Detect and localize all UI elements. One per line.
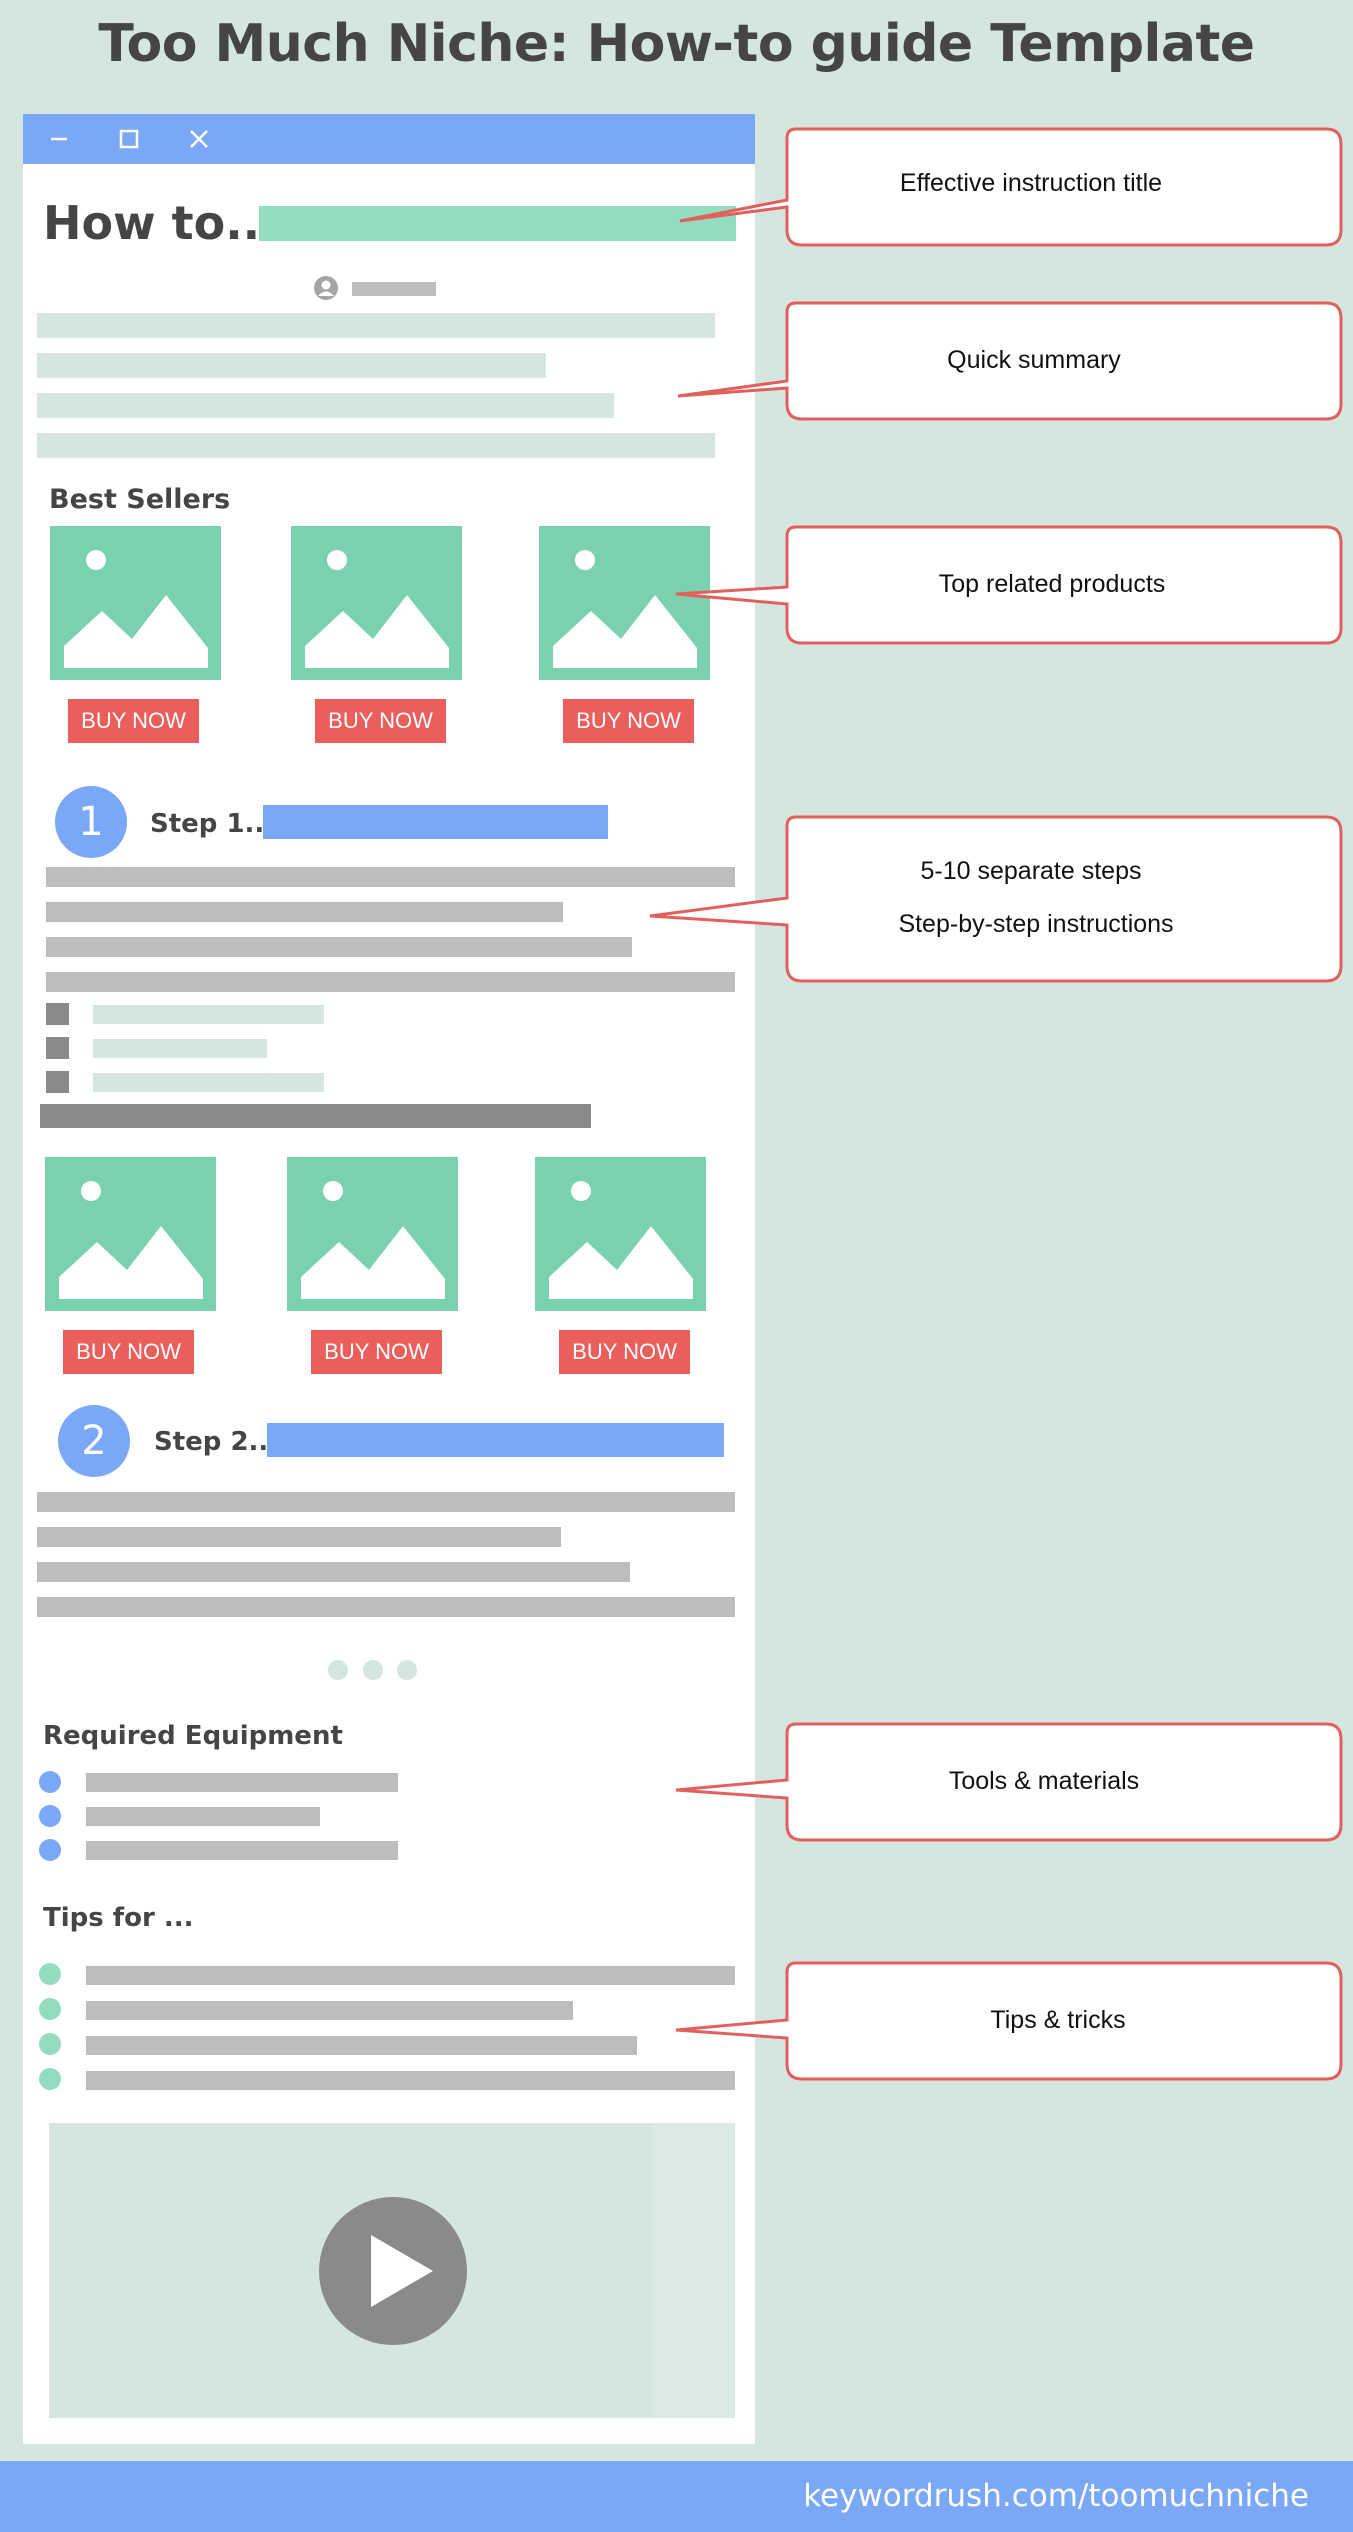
tip-item-line	[86, 2001, 573, 2020]
step-number-badge: 1	[55, 786, 127, 858]
tip-item-line	[86, 2071, 735, 2090]
tip-item-line	[86, 1966, 735, 1985]
callout-steps: 5-10 separate steps Step-by-step instruc…	[649, 815, 1343, 983]
bullet-dot-icon	[39, 2068, 61, 2090]
step-title-bar	[267, 1423, 724, 1457]
bullet-text-line	[93, 1005, 324, 1024]
equipment-item-line	[86, 1807, 320, 1826]
step-text-line	[37, 1527, 561, 1547]
best-sellers-heading: Best Sellers	[49, 484, 231, 515]
product-image-icon[interactable]	[535, 1157, 706, 1311]
minimize-icon[interactable]	[39, 114, 79, 164]
buy-now-button[interactable]: BUY NOW	[559, 1330, 690, 1374]
bullet-dot-icon	[39, 1839, 61, 1861]
video-player[interactable]	[49, 2123, 735, 2418]
bullet-dot-icon	[39, 1963, 61, 1985]
equipment-heading: Required Equipment	[43, 1721, 343, 1751]
author-name-bar	[352, 282, 436, 296]
buy-now-button[interactable]: BUY NOW	[311, 1330, 442, 1374]
bullet-text-line	[93, 1073, 324, 1092]
step-note-bar	[40, 1104, 591, 1128]
tip-item-line	[86, 2036, 637, 2055]
step-title-bar	[263, 805, 608, 839]
step-text-line	[37, 1597, 735, 1617]
bullet-dot-icon	[39, 1771, 61, 1793]
buy-now-button[interactable]: BUY NOW	[63, 1330, 194, 1374]
footer-url[interactable]: keywordrush.com/toomuchniche	[803, 2478, 1309, 2514]
step-text-line	[46, 867, 735, 887]
callout-summary-text: Quick summary	[947, 346, 1121, 374]
bullet-dot-icon	[39, 2033, 61, 2055]
bullet-dot-icon	[39, 1998, 61, 2020]
more-steps-dot	[397, 1660, 417, 1680]
product-image-icon[interactable]	[45, 1157, 216, 1311]
step-text-line	[46, 972, 735, 992]
step-label: Step 2...	[154, 1427, 279, 1457]
callout-summary: Quick summary	[677, 301, 1343, 421]
more-steps-dot	[363, 1660, 383, 1680]
product-image-icon[interactable]	[287, 1157, 458, 1311]
step-text-line	[46, 902, 563, 922]
step-number-badge: 2	[58, 1405, 130, 1477]
title-placeholder-bar	[259, 206, 736, 241]
author-avatar-icon	[313, 275, 339, 301]
callout-steps-text-1: 5-10 separate steps	[921, 857, 1142, 885]
more-steps-dot	[328, 1660, 348, 1680]
step-label: Step 1...	[150, 809, 275, 839]
maximize-icon[interactable]	[109, 114, 149, 164]
callout-products: Top related products	[675, 525, 1343, 645]
summary-line	[37, 433, 715, 458]
summary-line	[37, 393, 614, 418]
callout-title: Effective instruction title	[679, 127, 1343, 247]
step-text-line	[37, 1492, 735, 1512]
equipment-item-line	[86, 1841, 398, 1860]
callout-products-text: Top related products	[939, 570, 1166, 598]
product-image-icon[interactable]	[291, 526, 462, 680]
step-text-line	[37, 1562, 630, 1582]
buy-now-button[interactable]: BUY NOW	[315, 699, 446, 743]
callout-tools-text: Tools & materials	[949, 1767, 1139, 1795]
callout-title-text: Effective instruction title	[900, 169, 1162, 197]
guide-title: How to...	[43, 196, 278, 250]
callout-tips-text: Tips & tricks	[990, 2006, 1125, 2034]
summary-line	[37, 313, 715, 338]
footer-bar	[0, 2461, 1353, 2532]
bullet-dot-icon	[39, 1805, 61, 1827]
square-bullet-icon	[46, 1071, 69, 1093]
square-bullet-icon	[46, 1037, 69, 1059]
buy-now-button[interactable]: BUY NOW	[563, 699, 694, 743]
step-text-line	[46, 937, 632, 957]
play-icon[interactable]	[319, 2197, 467, 2345]
product-image-icon[interactable]	[50, 526, 221, 680]
close-icon[interactable]	[179, 114, 219, 164]
square-bullet-icon	[46, 1003, 69, 1025]
bullet-text-line	[93, 1039, 267, 1058]
product-image-icon[interactable]	[539, 526, 710, 680]
window-titlebar	[23, 114, 755, 164]
summary-line	[37, 353, 546, 378]
buy-now-button[interactable]: BUY NOW	[68, 699, 199, 743]
equipment-item-line	[86, 1773, 398, 1792]
callout-tips: Tips & tricks	[675, 1961, 1343, 2081]
callout-steps-text-2: Step-by-step instructions	[898, 910, 1173, 938]
callout-tools: Tools & materials	[675, 1722, 1343, 1842]
tips-heading: Tips for ...	[43, 1903, 194, 1933]
page-title: Too Much Niche: How-to guide Template	[98, 14, 1255, 74]
